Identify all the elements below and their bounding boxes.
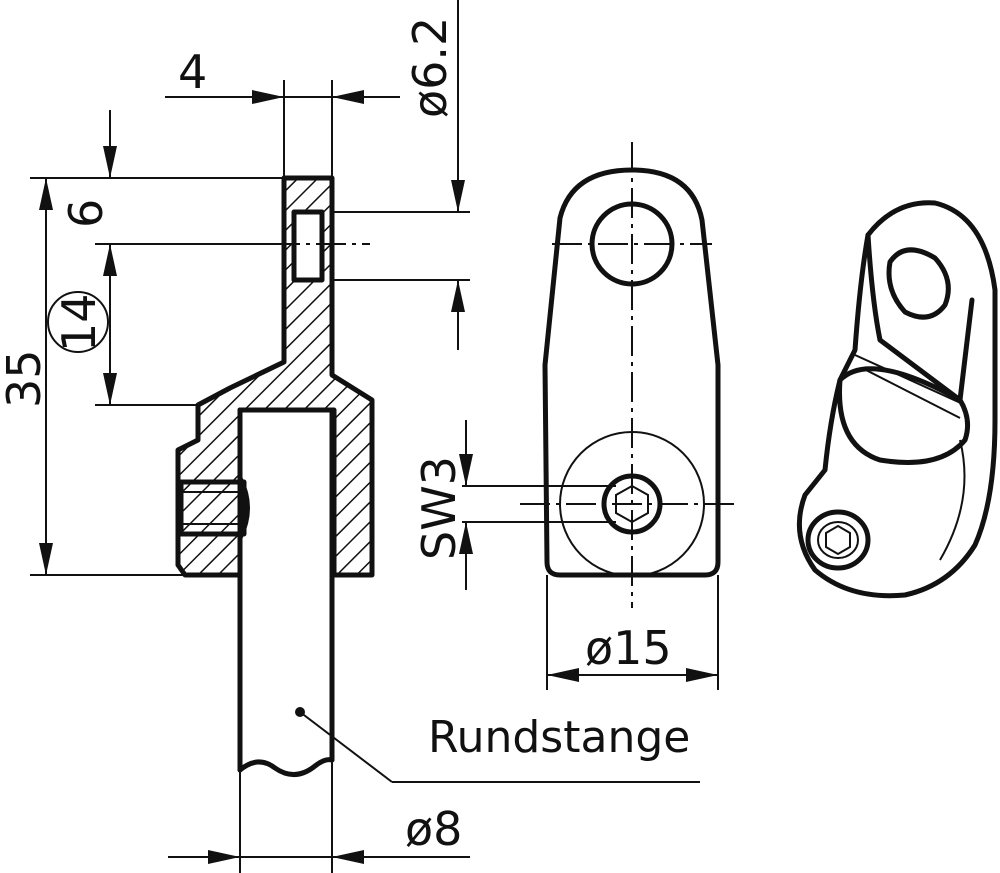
front-outline — [542, 167, 721, 578]
section-view — [175, 175, 375, 777]
dim-6-2-text: ø6.2 — [403, 17, 457, 118]
front-view: SW3 ø15 — [412, 142, 740, 690]
rod-leader-line — [299, 711, 393, 783]
dim-14-text: 14 — [52, 293, 106, 352]
iso-tab-face — [865, 232, 975, 403]
round-rod — [237, 407, 335, 777]
dim-35-text: 35 — [0, 349, 51, 408]
dim-15-text: ø15 — [585, 621, 672, 675]
dim-4-text: 4 — [178, 45, 207, 99]
rod-break-line — [237, 757, 335, 777]
iso-saddle — [837, 366, 971, 465]
rod-label: Rundstange — [428, 712, 690, 763]
dim-8-text: ø8 — [405, 802, 462, 856]
set-screw — [180, 480, 246, 536]
dim-sw3-text: SW3 — [412, 456, 466, 560]
iso-hex-socket-icon — [825, 524, 851, 556]
dimensions-left: 4 35 6 14 ø6.2 ø8 — [0, 0, 700, 873]
dim-6-text: 6 — [59, 199, 113, 228]
dim-14-circle — [47, 291, 109, 353]
iso-eye-hole — [886, 247, 951, 320]
isometric-view — [796, 200, 998, 599]
iso-outline — [796, 200, 998, 599]
iso-boss-hole — [805, 509, 871, 571]
